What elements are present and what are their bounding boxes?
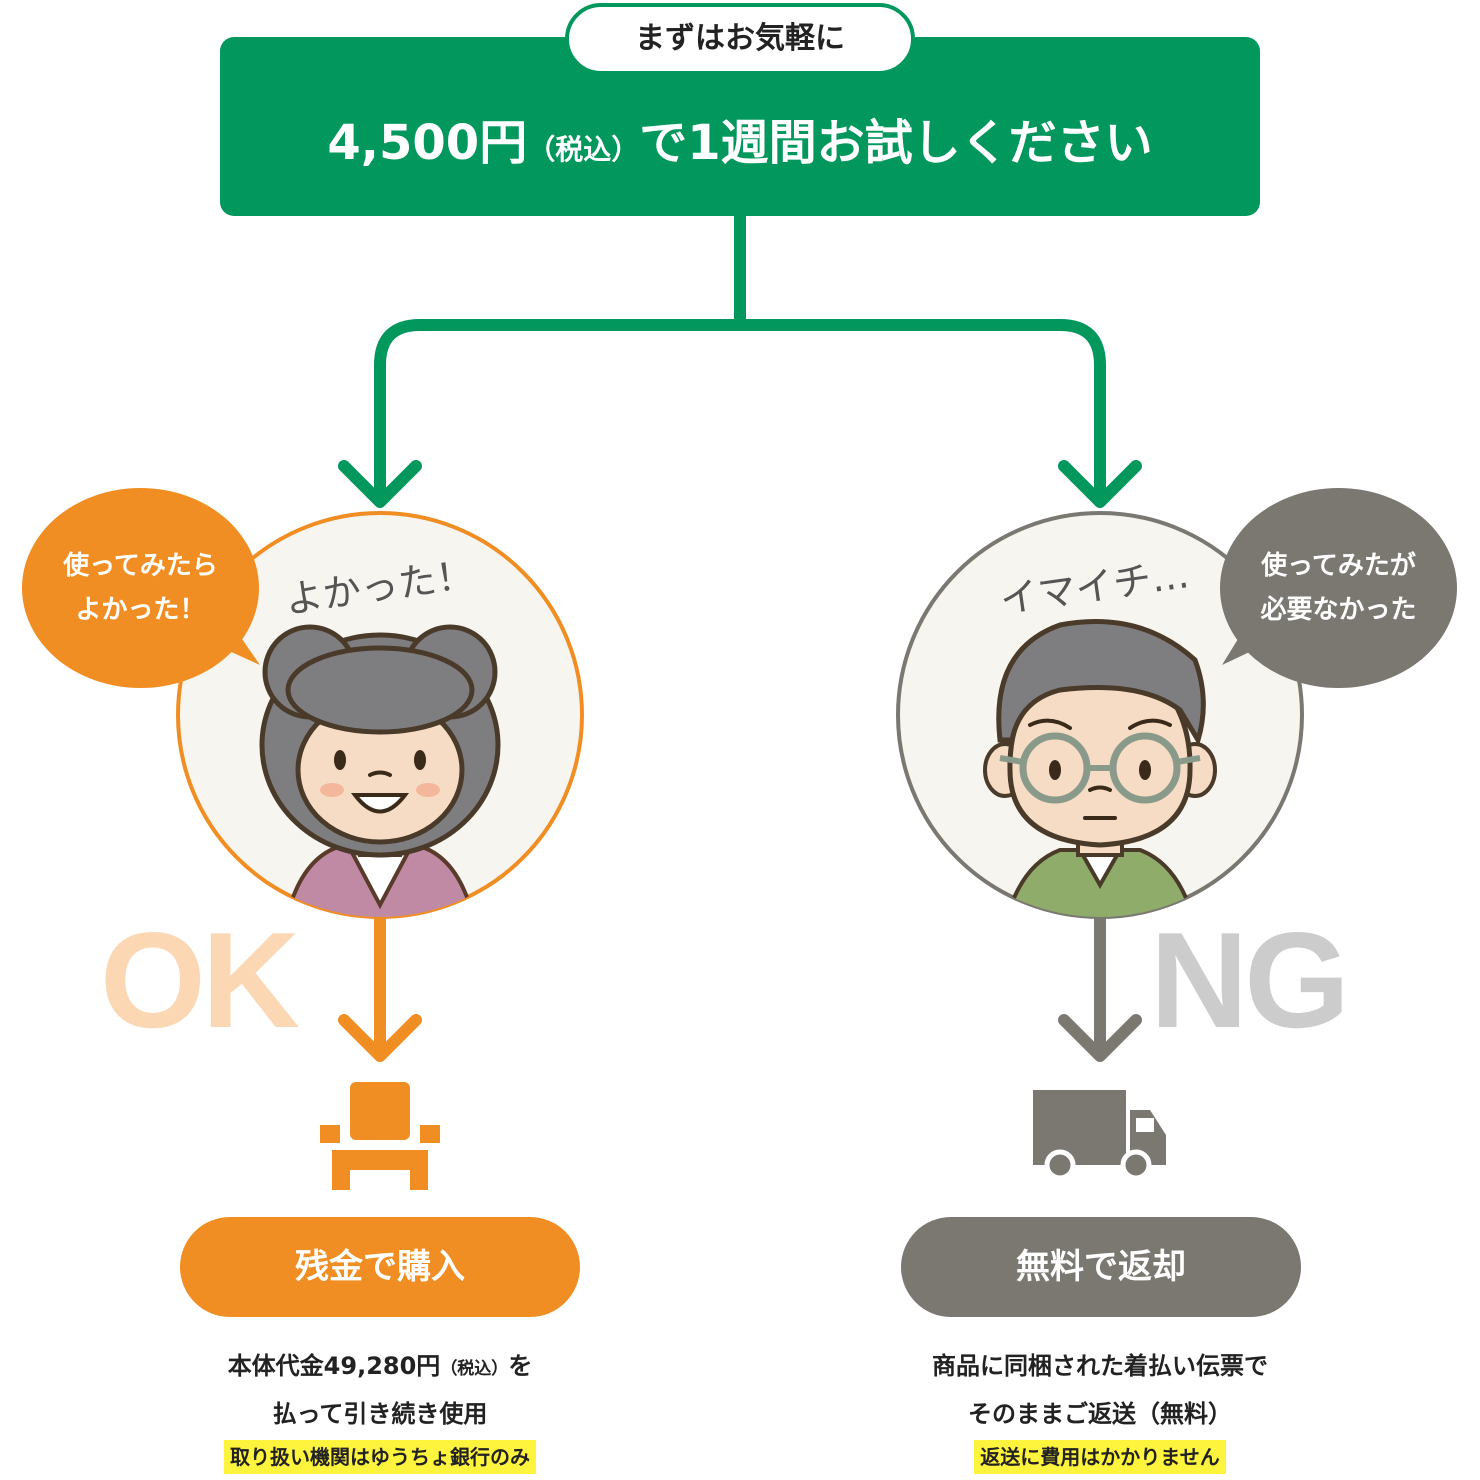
gray-arrow-icon xyxy=(1058,1014,1142,1062)
orange-arrow-icon xyxy=(338,1014,422,1062)
ok-bubble-line2: よかった！ xyxy=(75,595,206,625)
ok-desc-line1: 本体代金49,280円（税込）を xyxy=(80,1350,680,1385)
header-title-suffix: で1週間お試しください xyxy=(639,115,1153,171)
header-price: 4,500円 xyxy=(327,115,528,171)
green-arrow-right-icon xyxy=(1058,460,1142,508)
ng-mark: NG xyxy=(1150,904,1350,1056)
ng-note: 返送に費用はかかりません xyxy=(974,1440,1226,1474)
ok-desc-suffix: を xyxy=(508,1352,533,1380)
man-portrait xyxy=(896,511,1304,919)
ok-note: 取り扱い機関はゆうちょ銀行のみ xyxy=(224,1440,536,1474)
ng-note-wrap: 返送に費用はかかりません xyxy=(800,1440,1400,1474)
ok-desc-line2: 払って引き続き使用 xyxy=(272,1400,488,1428)
header-pill: まずはお気軽に xyxy=(565,3,915,75)
purchase-button[interactable]: 残金で購入 xyxy=(180,1217,580,1317)
ok-note-wrap: 取り扱い機関はゆうちょ銀行のみ xyxy=(80,1440,680,1474)
ok-bubble-line1: 使ってみたら xyxy=(63,551,218,581)
green-connector-line xyxy=(374,216,1106,500)
ng-bubble-line2: 必要なかった xyxy=(1260,595,1417,625)
truck-window xyxy=(1136,1118,1154,1132)
armchair-icon xyxy=(320,1082,440,1190)
header-tax-note: （税込） xyxy=(527,133,640,166)
return-button[interactable]: 無料で返却 xyxy=(901,1217,1301,1317)
header-title: 4,500円（税込）で1週間お試しください xyxy=(220,108,1260,178)
ng-desc-line1: 商品に同梱された着払い伝票で xyxy=(932,1352,1268,1380)
green-arrow-left-icon xyxy=(338,460,422,508)
truck-icon xyxy=(1033,1090,1166,1181)
ng-bubble-line1: 使ってみたが xyxy=(1261,551,1416,581)
ok-desc-tax: （税込） xyxy=(440,1359,509,1379)
ok-mark: OK xyxy=(100,904,300,1056)
ok-speech-bubble: 使ってみたら よかった！ xyxy=(22,488,259,688)
ng-speech-bubble: 使ってみたが 必要なかった xyxy=(1220,488,1457,688)
ng-desc-line2: そのままご返送（無料） xyxy=(968,1400,1232,1428)
woman-portrait xyxy=(176,511,584,919)
ok-desc-price: 本体代金49,280円 xyxy=(227,1352,441,1380)
